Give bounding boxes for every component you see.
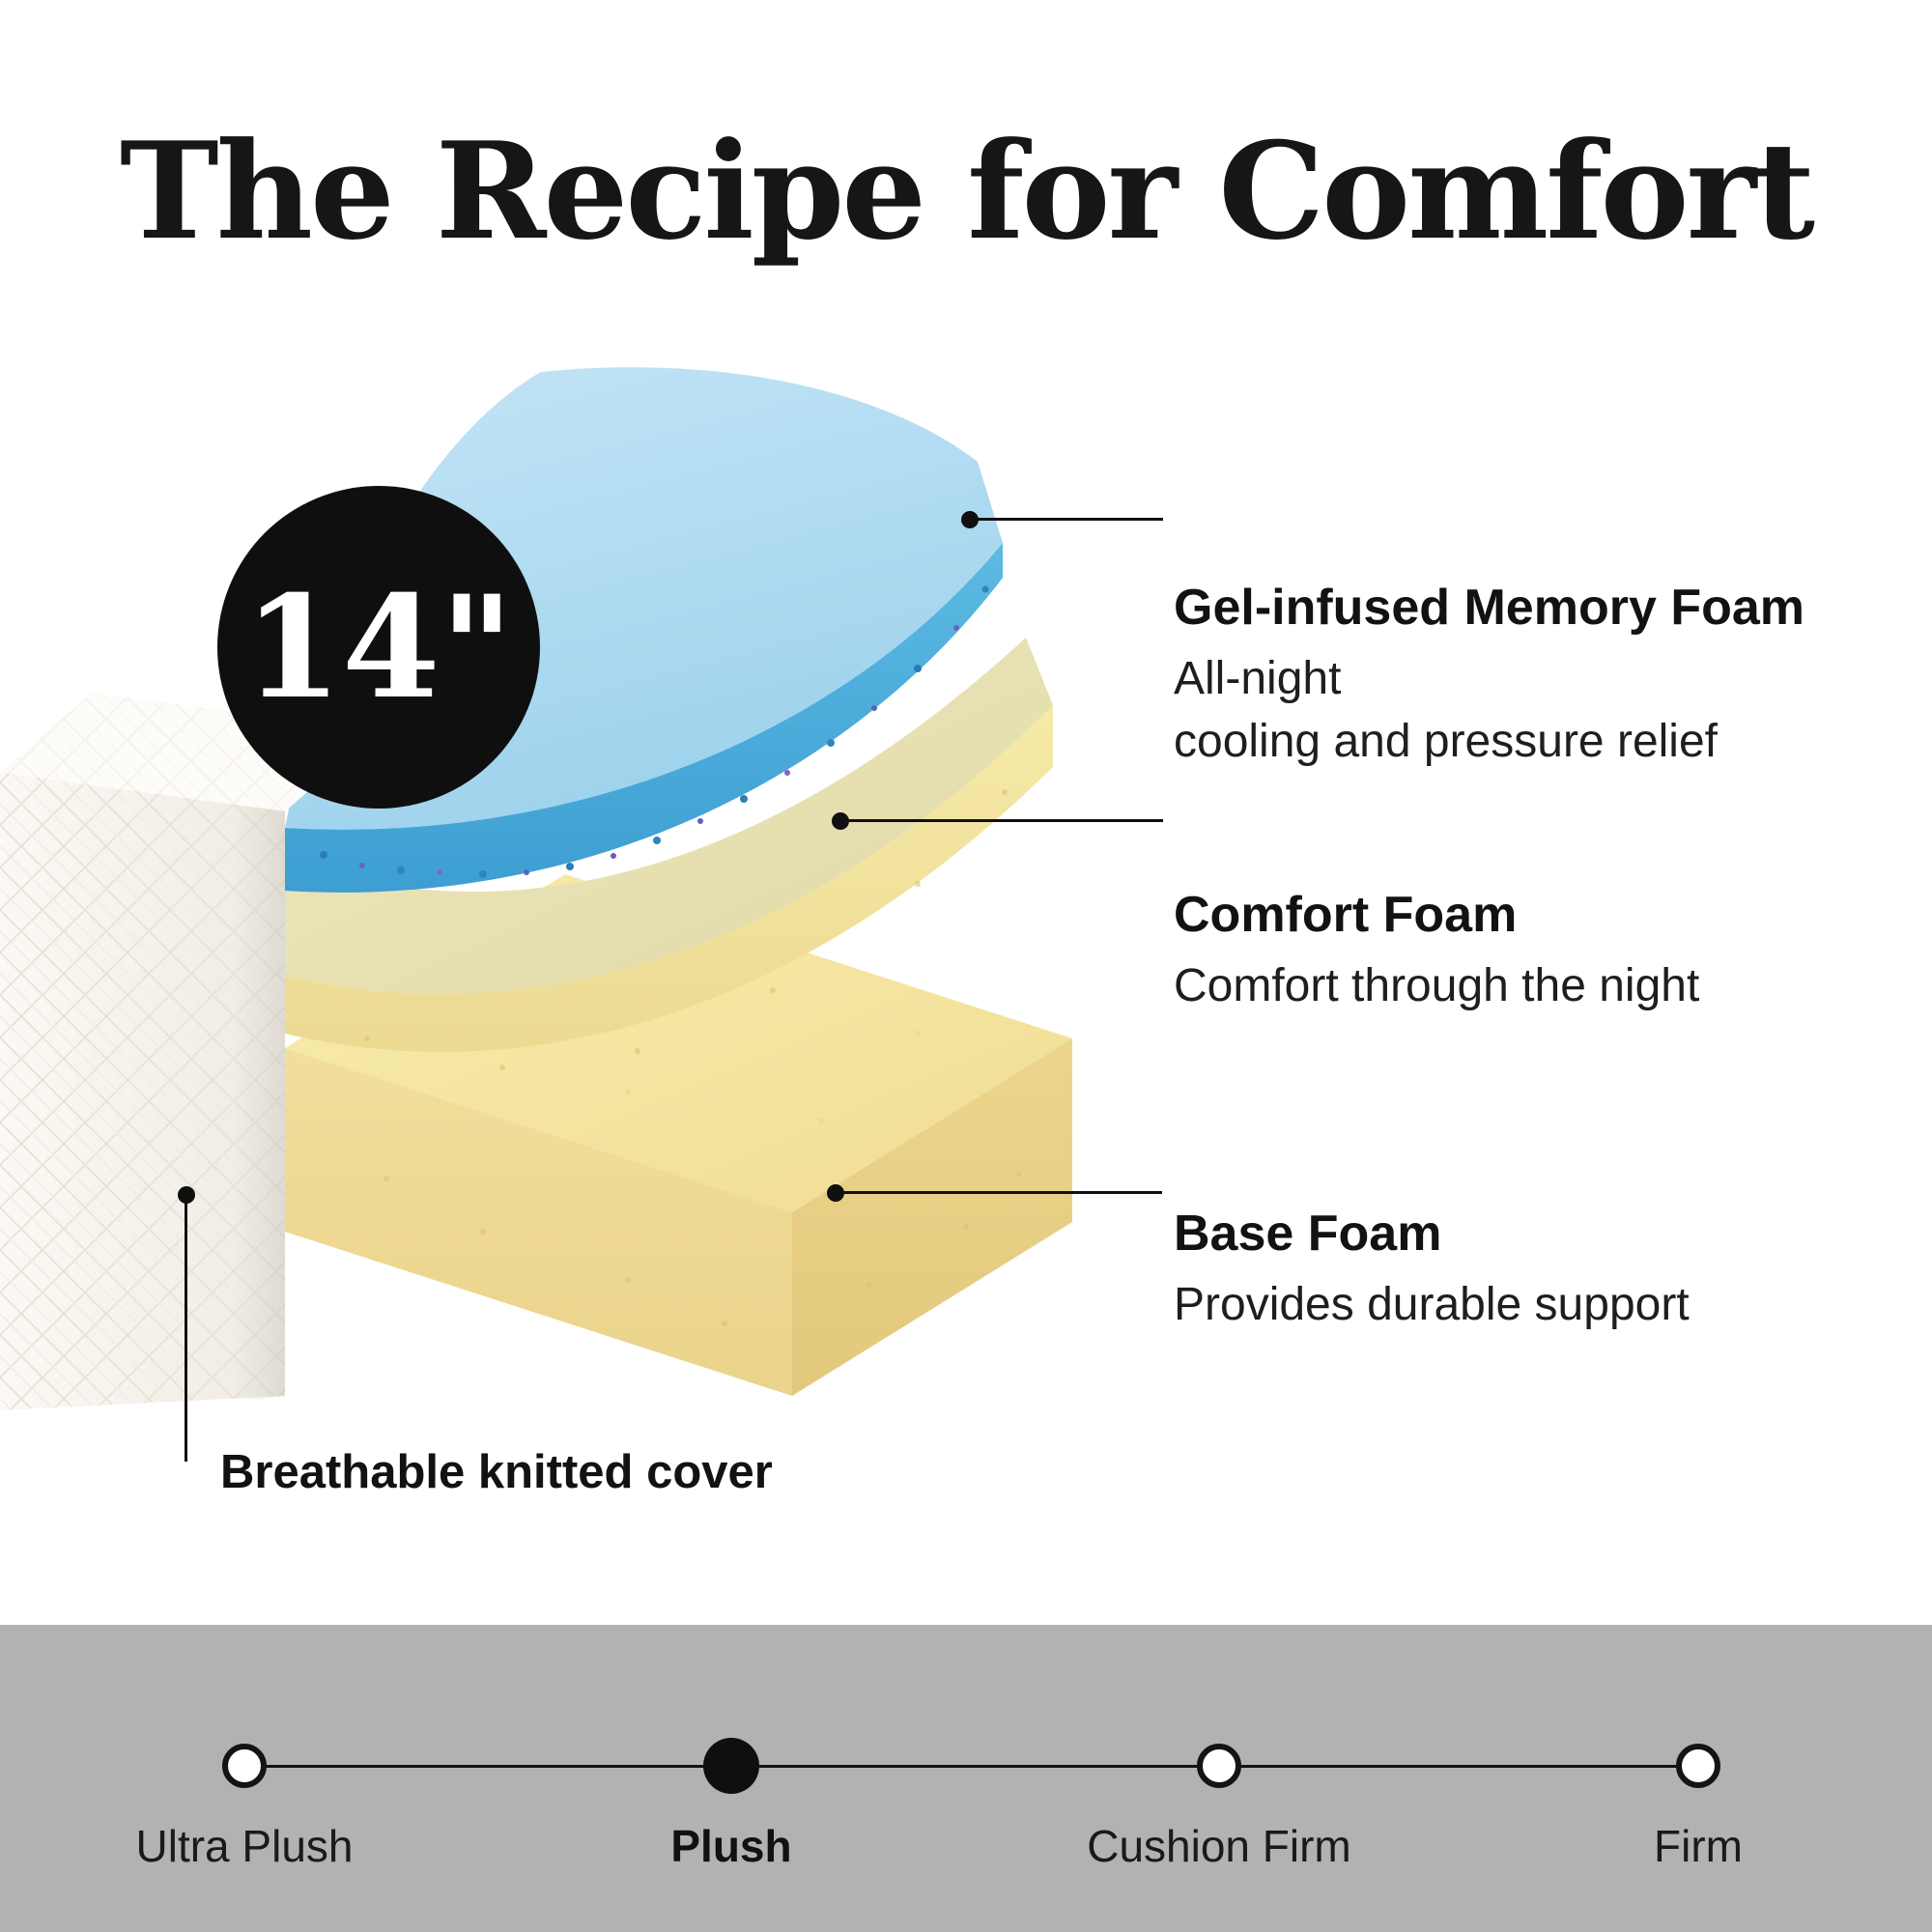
base-foam-name: Base Foam [1174,1206,1442,1262]
firmness-scale-bar: Ultra Plush Plush Cushion Firm Firm [0,1625,1932,1932]
page-title: The Recipe for Comfort [119,112,1815,270]
gel-foam-name: Gel-infused Memory Foam [1174,580,1804,636]
comfort-foam-name: Comfort Foam [1174,887,1518,943]
leader-line-gel [970,518,1163,521]
firmness-label-firm: Firm [1654,1821,1743,1871]
scale-point-ultra-plush-icon [222,1744,267,1788]
comfort-foam-speckles [364,789,1008,1070]
firmness-label-plush: Plush [670,1821,792,1871]
callout-gel-foam: Gel-infused Memory Foam All-night coolin… [1174,578,1869,773]
gel-foam-speckles [320,585,989,878]
thickness-value: 14" [243,564,514,730]
leader-line-comfort [840,819,1163,822]
thickness-badge: 14" [217,486,540,809]
comfort-foam-layer [285,638,1053,1070]
leader-line-cover [185,1195,187,1462]
firmness-label-ultra-plush: Ultra Plush [135,1821,354,1871]
scale-point-firm-icon [1676,1744,1720,1788]
comfort-foam-desc: Comfort through the night [1174,960,1700,1012]
knitted-cover-label: Breathable knitted cover [220,1446,773,1498]
callout-comfort-foam: Comfort Foam Comfort through the night [1174,885,1869,1018]
firmness-scale-line [244,1765,1698,1768]
firmness-label-cushion-firm: Cushion Firm [1087,1821,1351,1871]
scale-point-cushion-firm-icon [1197,1744,1241,1788]
base-foam-speckles [384,1171,1022,1326]
scale-point-plush-selected-icon [703,1738,759,1794]
mattress-layers-graphic [0,367,1072,1410]
base-foam-desc: Provides durable support [1174,1279,1690,1331]
leader-line-base [836,1191,1162,1194]
callout-base-foam: Base Foam Provides durable support [1174,1204,1869,1337]
gel-foam-desc: All-night cooling and pressure relief [1174,653,1718,767]
